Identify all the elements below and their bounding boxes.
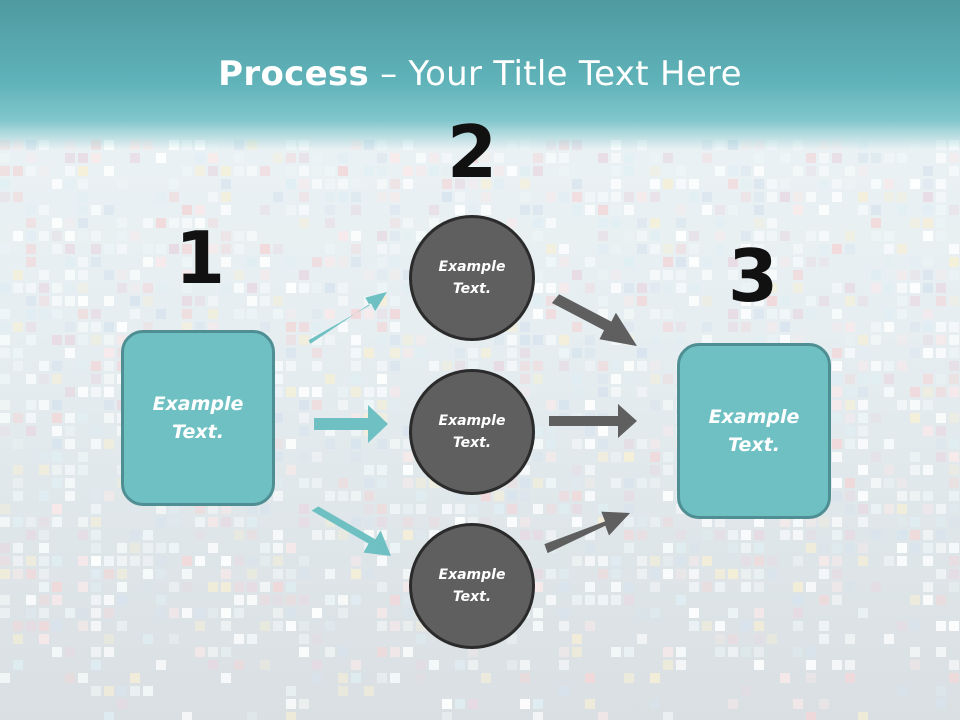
circle-bottom[interactable]: Example Text. [409,523,535,649]
circle-middle[interactable]: Example Text. [409,369,535,495]
slide-title[interactable]: Process – Your Title Text Here [0,54,960,94]
circle-middle-text: Example Text. [438,412,506,451]
right-text-box[interactable]: Example Text. [677,343,831,519]
step-number-1: 1 [174,216,226,300]
title-bold: Process [218,54,370,94]
circle-bottom-text: Example Text. [438,566,506,605]
right-box-text: Example Text. [708,405,800,457]
circle-top[interactable]: Example Text. [409,215,535,341]
left-text-box[interactable]: Example Text. [121,330,275,506]
left-box-text: Example Text. [152,392,244,444]
title-rest: – Your Title Text Here [369,54,742,94]
circle-top-text: Example Text. [438,258,506,297]
title-banner [0,0,960,150]
step-number-2: 2 [446,110,498,194]
step-number-3: 3 [727,234,779,318]
